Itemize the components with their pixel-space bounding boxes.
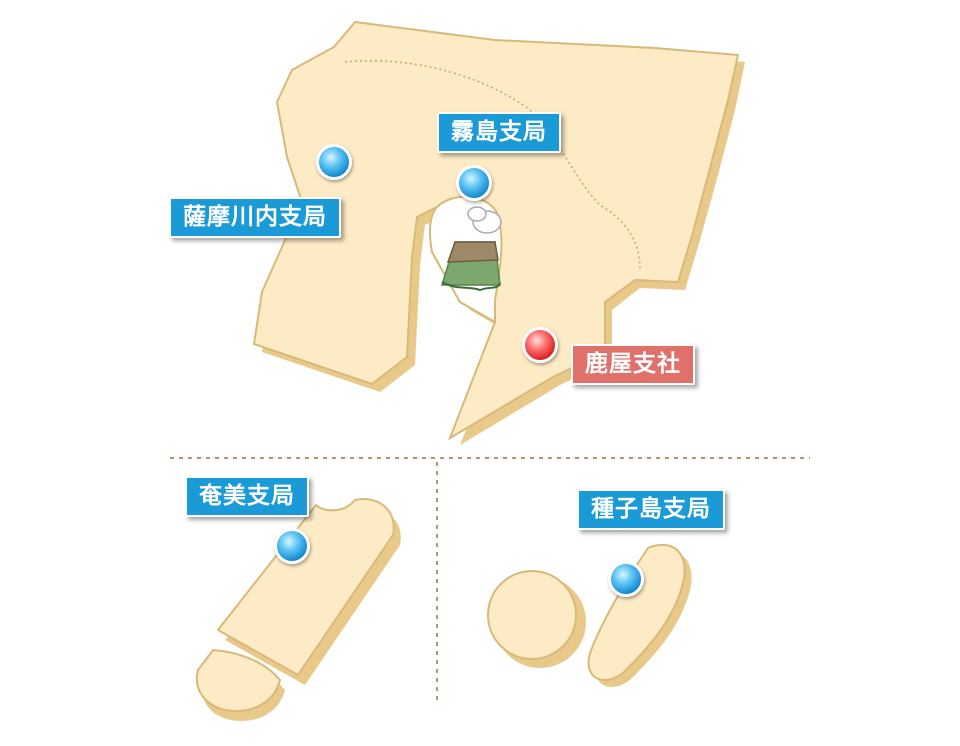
label-kanoya[interactable]: 鹿屋支社 (571, 344, 695, 385)
label-amami[interactable]: 奄美支局 (185, 476, 309, 517)
label-tanegashima[interactable]: 種子島支局 (577, 489, 725, 530)
tanegashima-island (587, 543, 686, 682)
location-pin-icon[interactable] (522, 327, 558, 363)
label-satsumasendai[interactable]: 薩摩川内支局 (169, 197, 341, 238)
location-pin-icon[interactable] (456, 165, 492, 201)
label-kirishima[interactable]: 霧島支局 (437, 112, 561, 153)
yakushima-island (487, 570, 577, 660)
volcano-icon (440, 206, 502, 292)
amami-island (216, 498, 395, 677)
amami-south-island (195, 648, 282, 712)
location-pin-icon[interactable] (316, 144, 352, 180)
location-pin-icon[interactable] (608, 561, 644, 597)
location-pin-icon[interactable] (274, 528, 310, 564)
